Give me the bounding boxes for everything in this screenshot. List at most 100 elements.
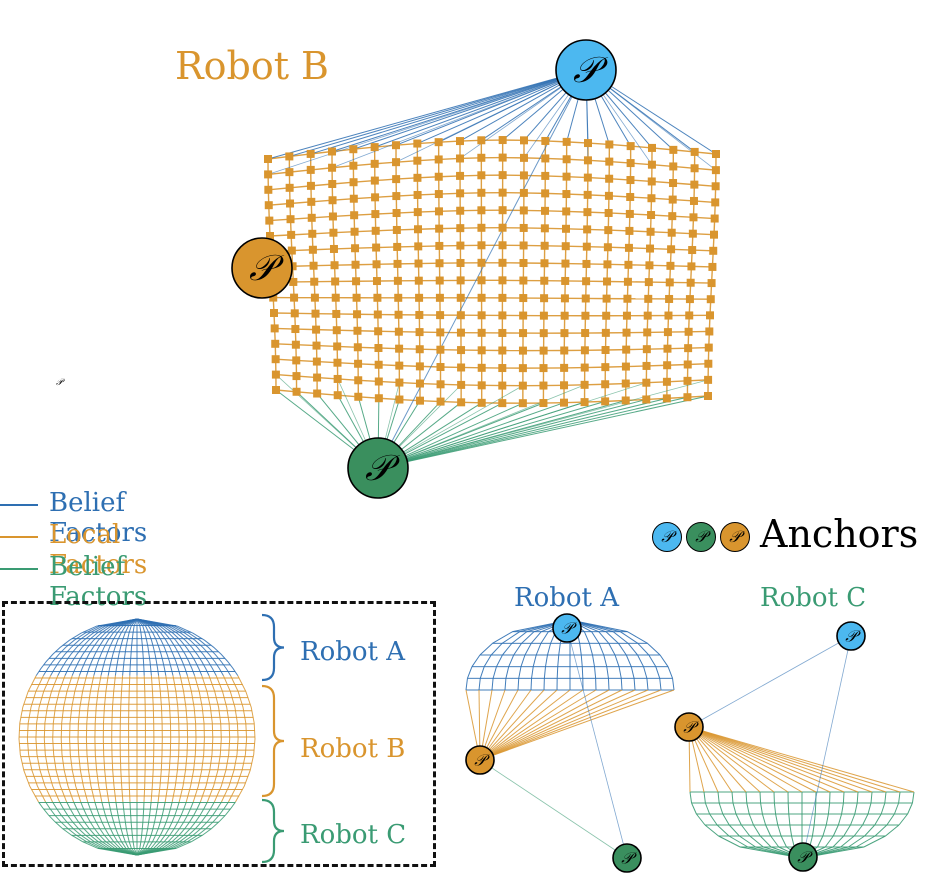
variable-node: [562, 172, 571, 181]
variable-node: [271, 370, 280, 379]
subgraph-c-title: Robot C: [760, 583, 867, 613]
variable-node: [519, 311, 528, 320]
factor-edge: [267, 69, 587, 160]
variable-node: [414, 225, 422, 234]
variable-node: [561, 276, 570, 285]
variable-node: [414, 242, 423, 251]
variable-node: [562, 224, 570, 233]
variable-node: [581, 294, 590, 303]
variable-node: [352, 293, 361, 302]
factor-edge: [592, 654, 596, 667]
variable-node: [477, 276, 486, 285]
variable-node: [416, 396, 424, 405]
factor-edge: [479, 689, 649, 761]
factor-edge: [886, 813, 895, 826]
factor-edge: [598, 643, 605, 656]
variable-node: [540, 259, 549, 268]
sphere-meridian: [59, 801, 138, 856]
variable-node: [312, 357, 321, 366]
variable-node: [352, 277, 361, 286]
variable-node: [690, 164, 699, 173]
factor-edge: [377, 396, 688, 469]
variable-node: [415, 362, 424, 371]
variable-node: [310, 293, 319, 302]
sphere-meridian: [136, 801, 166, 856]
variable-node: [372, 277, 381, 286]
factor-edge: [659, 678, 662, 691]
variable-node: [663, 328, 672, 337]
variable-node: [434, 138, 443, 147]
factor-edge: [583, 631, 590, 644]
variable-node: [290, 309, 299, 318]
sphere-meridian: [228, 675, 248, 803]
factor-edge: [704, 802, 711, 815]
variable-node: [540, 294, 549, 303]
factor-edge: [691, 802, 697, 815]
sphere-meridian: [136, 801, 208, 856]
factor-edge: [540, 631, 549, 644]
factor-edge: [862, 813, 869, 826]
sphere-meridian: [100, 618, 138, 676]
factor-edge: [760, 802, 763, 815]
factor-edge: [704, 824, 719, 837]
factor-edge: [832, 824, 839, 837]
legend-line: [0, 504, 38, 506]
factor-edge: [817, 835, 824, 848]
variable-node: [394, 327, 403, 336]
factor-edge: [765, 824, 772, 837]
factor-edge: [761, 813, 767, 826]
variable-node: [333, 374, 342, 383]
variable-node: [669, 145, 678, 154]
factor-edge: [688, 726, 915, 793]
factor-edge: [594, 666, 597, 679]
variable-node: [662, 394, 671, 403]
sphere-meridian: [136, 801, 236, 856]
variable-node: [308, 229, 317, 238]
variable-node: [561, 242, 570, 251]
variable-node: [331, 293, 340, 302]
factor-edge: [521, 631, 535, 644]
factor-edge: [843, 824, 851, 837]
variable-node: [643, 328, 652, 337]
variable-node: [477, 223, 486, 232]
factor-edge: [867, 802, 872, 815]
variable-node: [710, 230, 718, 239]
variable-node: [477, 153, 486, 162]
factor-edge: [732, 802, 737, 815]
sphere-meridian: [136, 618, 167, 676]
variable-node: [312, 341, 321, 350]
variable-node: [264, 201, 273, 210]
variable-node: [392, 158, 401, 167]
factor-edge: [855, 835, 876, 848]
variable-node: [580, 346, 589, 355]
factor-edge: [605, 631, 619, 644]
sphere-meridian: [164, 675, 172, 802]
variable-node: [560, 294, 569, 303]
variable-node: [350, 227, 359, 236]
variable-node: [307, 213, 316, 222]
factor-edge: [840, 835, 855, 848]
variable-node: [456, 293, 465, 302]
variable-node: [264, 155, 272, 163]
variable-node: [328, 179, 337, 188]
variable-node: [394, 293, 403, 302]
factor-edge: [848, 835, 865, 848]
variable-node: [354, 359, 363, 368]
sphere-meridian: [136, 801, 222, 856]
factor-edge: [854, 802, 858, 815]
variable-node: [290, 293, 299, 302]
factor-edge: [688, 726, 845, 793]
sphere-meridian: [35, 618, 138, 676]
variable-node: [662, 377, 671, 386]
factor-edge: [479, 642, 493, 656]
factor-edge: [893, 802, 900, 815]
variable-node: [456, 311, 465, 320]
variable-node: [456, 206, 465, 215]
variable-node: [395, 378, 404, 387]
variable-node: [626, 159, 635, 168]
factor-edge: [607, 678, 610, 691]
factor-edge: [479, 689, 662, 761]
variable-node: [436, 311, 445, 320]
variable-node: [668, 212, 677, 221]
variable-node: [457, 346, 466, 355]
